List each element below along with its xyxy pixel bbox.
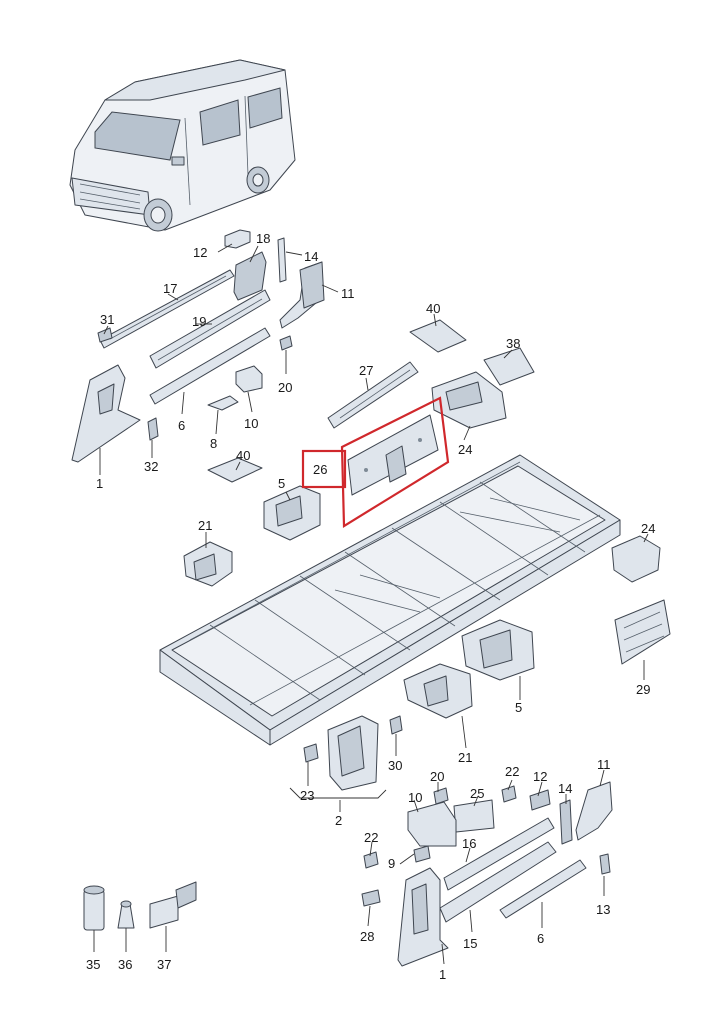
callout-11: 11 bbox=[341, 286, 355, 301]
callout-22: 22 bbox=[505, 764, 519, 779]
callout-5-right: 5 bbox=[515, 700, 522, 715]
callout-labels: 12 18 14 11 17 19 31 20 6 10 8 32 1 40 5… bbox=[86, 231, 655, 982]
callout-16: 16 bbox=[462, 836, 476, 851]
callout-40-top: 40 bbox=[426, 301, 440, 316]
part-group-left bbox=[71, 229, 325, 587]
callout-32: 32 bbox=[144, 459, 158, 474]
callout-8: 8 bbox=[210, 436, 217, 451]
callout-6: 6 bbox=[178, 418, 185, 433]
callout-19: 19 bbox=[192, 314, 206, 329]
callout-21-lower: 21 bbox=[458, 750, 472, 765]
callout-1-lower: 1 bbox=[439, 967, 446, 982]
callout-15: 15 bbox=[463, 936, 477, 951]
part-group-accessories bbox=[83, 881, 197, 931]
callout-7: 10 bbox=[408, 790, 422, 805]
callout-21-left: 21 bbox=[198, 518, 212, 533]
callout-31: 31 bbox=[100, 312, 114, 327]
callout-38: 38 bbox=[506, 336, 520, 351]
callout-12-lower: 12 bbox=[533, 769, 547, 784]
callout-10: 10 bbox=[244, 416, 258, 431]
van-illustration bbox=[69, 59, 296, 232]
part-group-center bbox=[301, 319, 535, 528]
callout-12: 12 bbox=[193, 245, 207, 260]
callout-20: 20 bbox=[278, 380, 292, 395]
part-group-right bbox=[403, 535, 671, 719]
callout-40-left: 40 bbox=[236, 448, 250, 463]
callout-22-lower: 22 bbox=[364, 830, 378, 845]
highlight-box-26 bbox=[301, 449, 347, 489]
callout-5-left: 5 bbox=[278, 476, 285, 491]
callout-35: 35 bbox=[86, 957, 100, 972]
callout-14: 14 bbox=[304, 249, 318, 264]
chassis-frame bbox=[159, 454, 621, 746]
callout-9: 9 bbox=[388, 856, 395, 871]
callout-23: 23 bbox=[300, 788, 314, 803]
callout-27: 27 bbox=[359, 363, 373, 378]
callout-18: 18 bbox=[256, 231, 270, 246]
callout-17: 17 bbox=[163, 281, 177, 296]
callout-25: 25 bbox=[470, 786, 484, 801]
part-group-lower bbox=[303, 715, 613, 967]
callout-13: 13 bbox=[596, 902, 610, 917]
callout-2: 2 bbox=[335, 813, 342, 828]
callout-6-lower: 6 bbox=[537, 931, 544, 946]
callout-24-right: 24 bbox=[641, 521, 655, 536]
callout-29: 29 bbox=[636, 682, 650, 697]
callout-26: 26 bbox=[313, 462, 327, 477]
callout-37: 37 bbox=[157, 957, 171, 972]
callout-11-lower: 11 bbox=[597, 757, 611, 772]
leader-lines bbox=[93, 243, 649, 965]
callout-1: 1 bbox=[96, 476, 103, 491]
callout-14-lower: 14 bbox=[558, 781, 572, 796]
callout-20-lower: 20 bbox=[430, 769, 444, 784]
callout-36: 36 bbox=[118, 957, 132, 972]
callout-30: 30 bbox=[388, 758, 402, 773]
callout-28: 28 bbox=[360, 929, 374, 944]
highlight-frame-26 bbox=[340, 396, 450, 528]
callout-24-top: 24 bbox=[458, 442, 472, 457]
